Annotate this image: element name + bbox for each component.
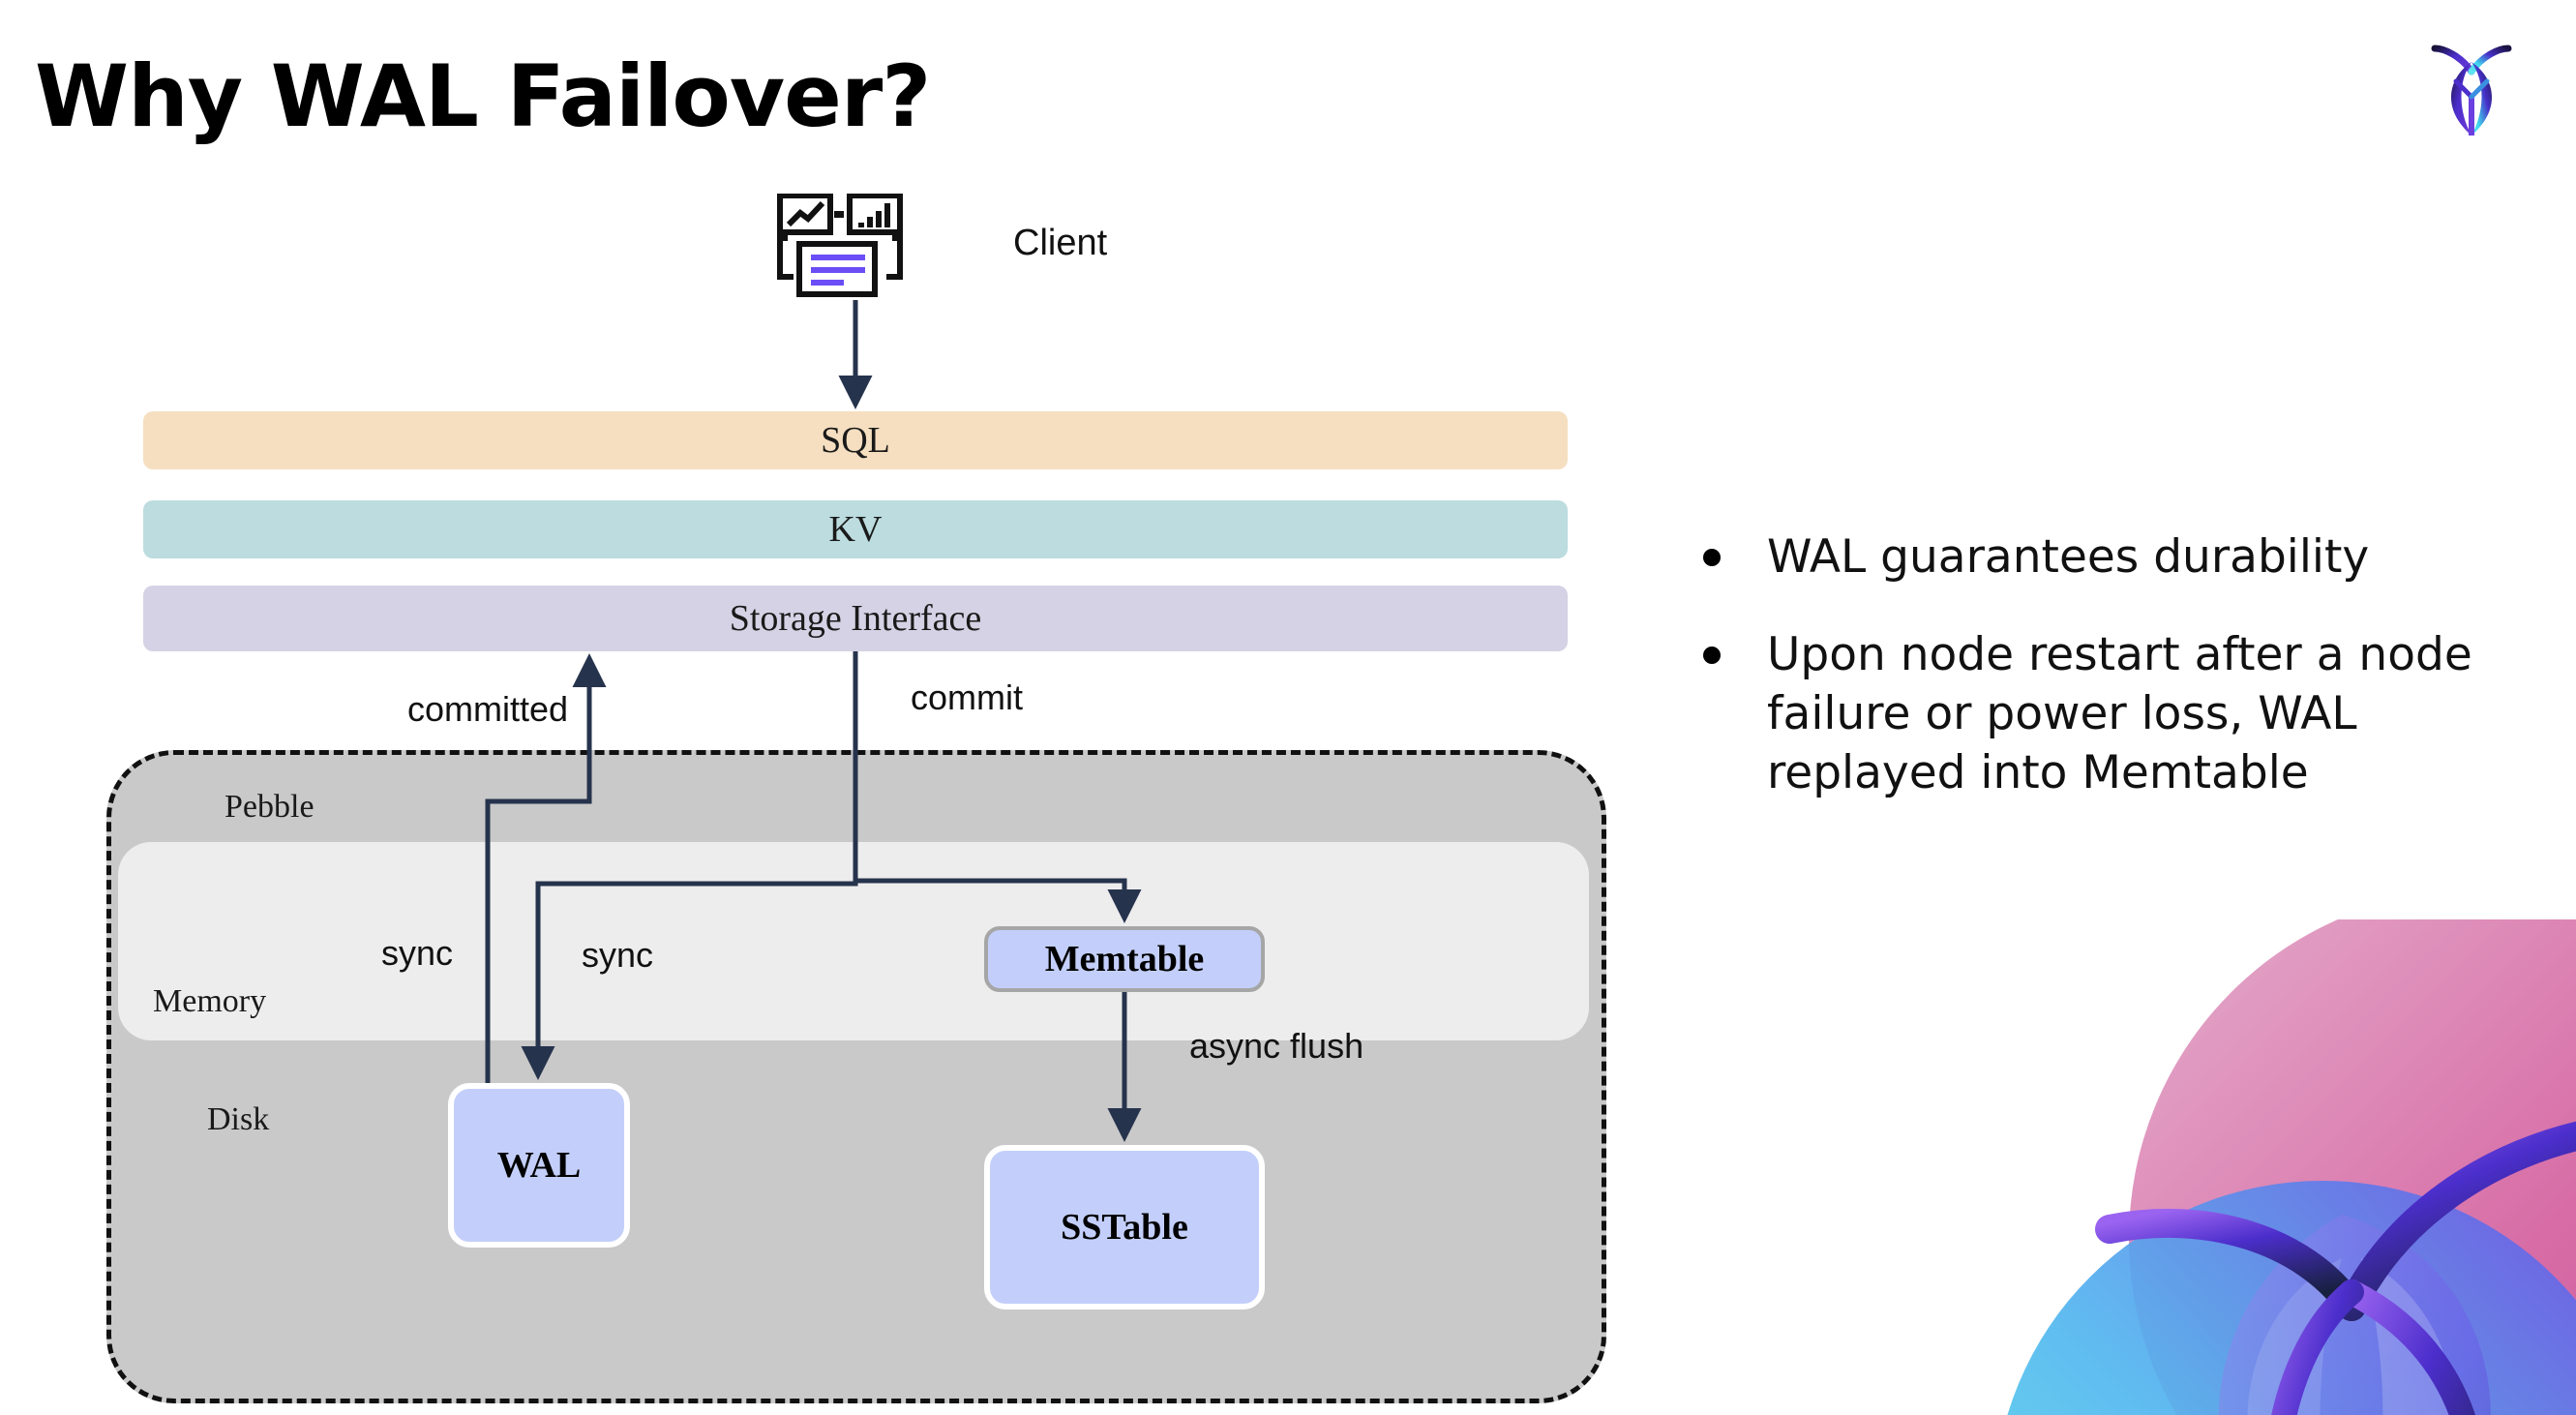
layer-bar-storage[interactable]: Storage Interface	[143, 586, 1568, 651]
cockroachdb-decorative-logo-art	[1935, 919, 2576, 1415]
bullet-text: WAL guarantees durability	[1767, 530, 2370, 584]
node-sstable[interactable]: SSTable	[984, 1145, 1265, 1310]
list-item: WAL guarantees durability	[1703, 527, 2526, 587]
disk-label: Disk	[207, 1101, 270, 1137]
list-item: Upon node restart after a node failure o…	[1703, 625, 2526, 802]
bullet-dot-icon	[1703, 647, 1721, 665]
edge-label-committed: committed	[407, 689, 569, 729]
bullet-list: WAL guarantees durability Upon node rest…	[1703, 527, 2526, 841]
layer-bar-sql[interactable]: SQL	[143, 411, 1568, 469]
edge-label-async-flush: async flush	[1189, 1026, 1364, 1066]
bullet-text: Upon node restart after a node failure o…	[1767, 628, 2472, 800]
layer-bar-kv[interactable]: KV	[143, 500, 1568, 558]
bullet-dot-icon	[1703, 549, 1721, 566]
architecture-diagram: Client SQL KV Storage Interface Pebble M…	[106, 193, 1606, 1403]
client-label: Client	[1013, 223, 1108, 263]
memory-label: Memory	[153, 983, 267, 1019]
cockroachdb-logo-icon	[2400, 27, 2545, 143]
edge-label-sync-ack: sync	[381, 933, 454, 973]
client-dashboard-icon	[774, 193, 929, 310]
memory-region	[118, 842, 1589, 1040]
node-wal[interactable]: WAL	[448, 1083, 630, 1248]
edge-label-sync-write: sync	[582, 935, 654, 975]
pebble-label: Pebble	[225, 789, 315, 825]
node-memtable[interactable]: Memtable	[984, 926, 1265, 992]
edge-label-commit: commit	[911, 677, 1023, 717]
page-title: Why WAL Failover?	[35, 46, 931, 146]
